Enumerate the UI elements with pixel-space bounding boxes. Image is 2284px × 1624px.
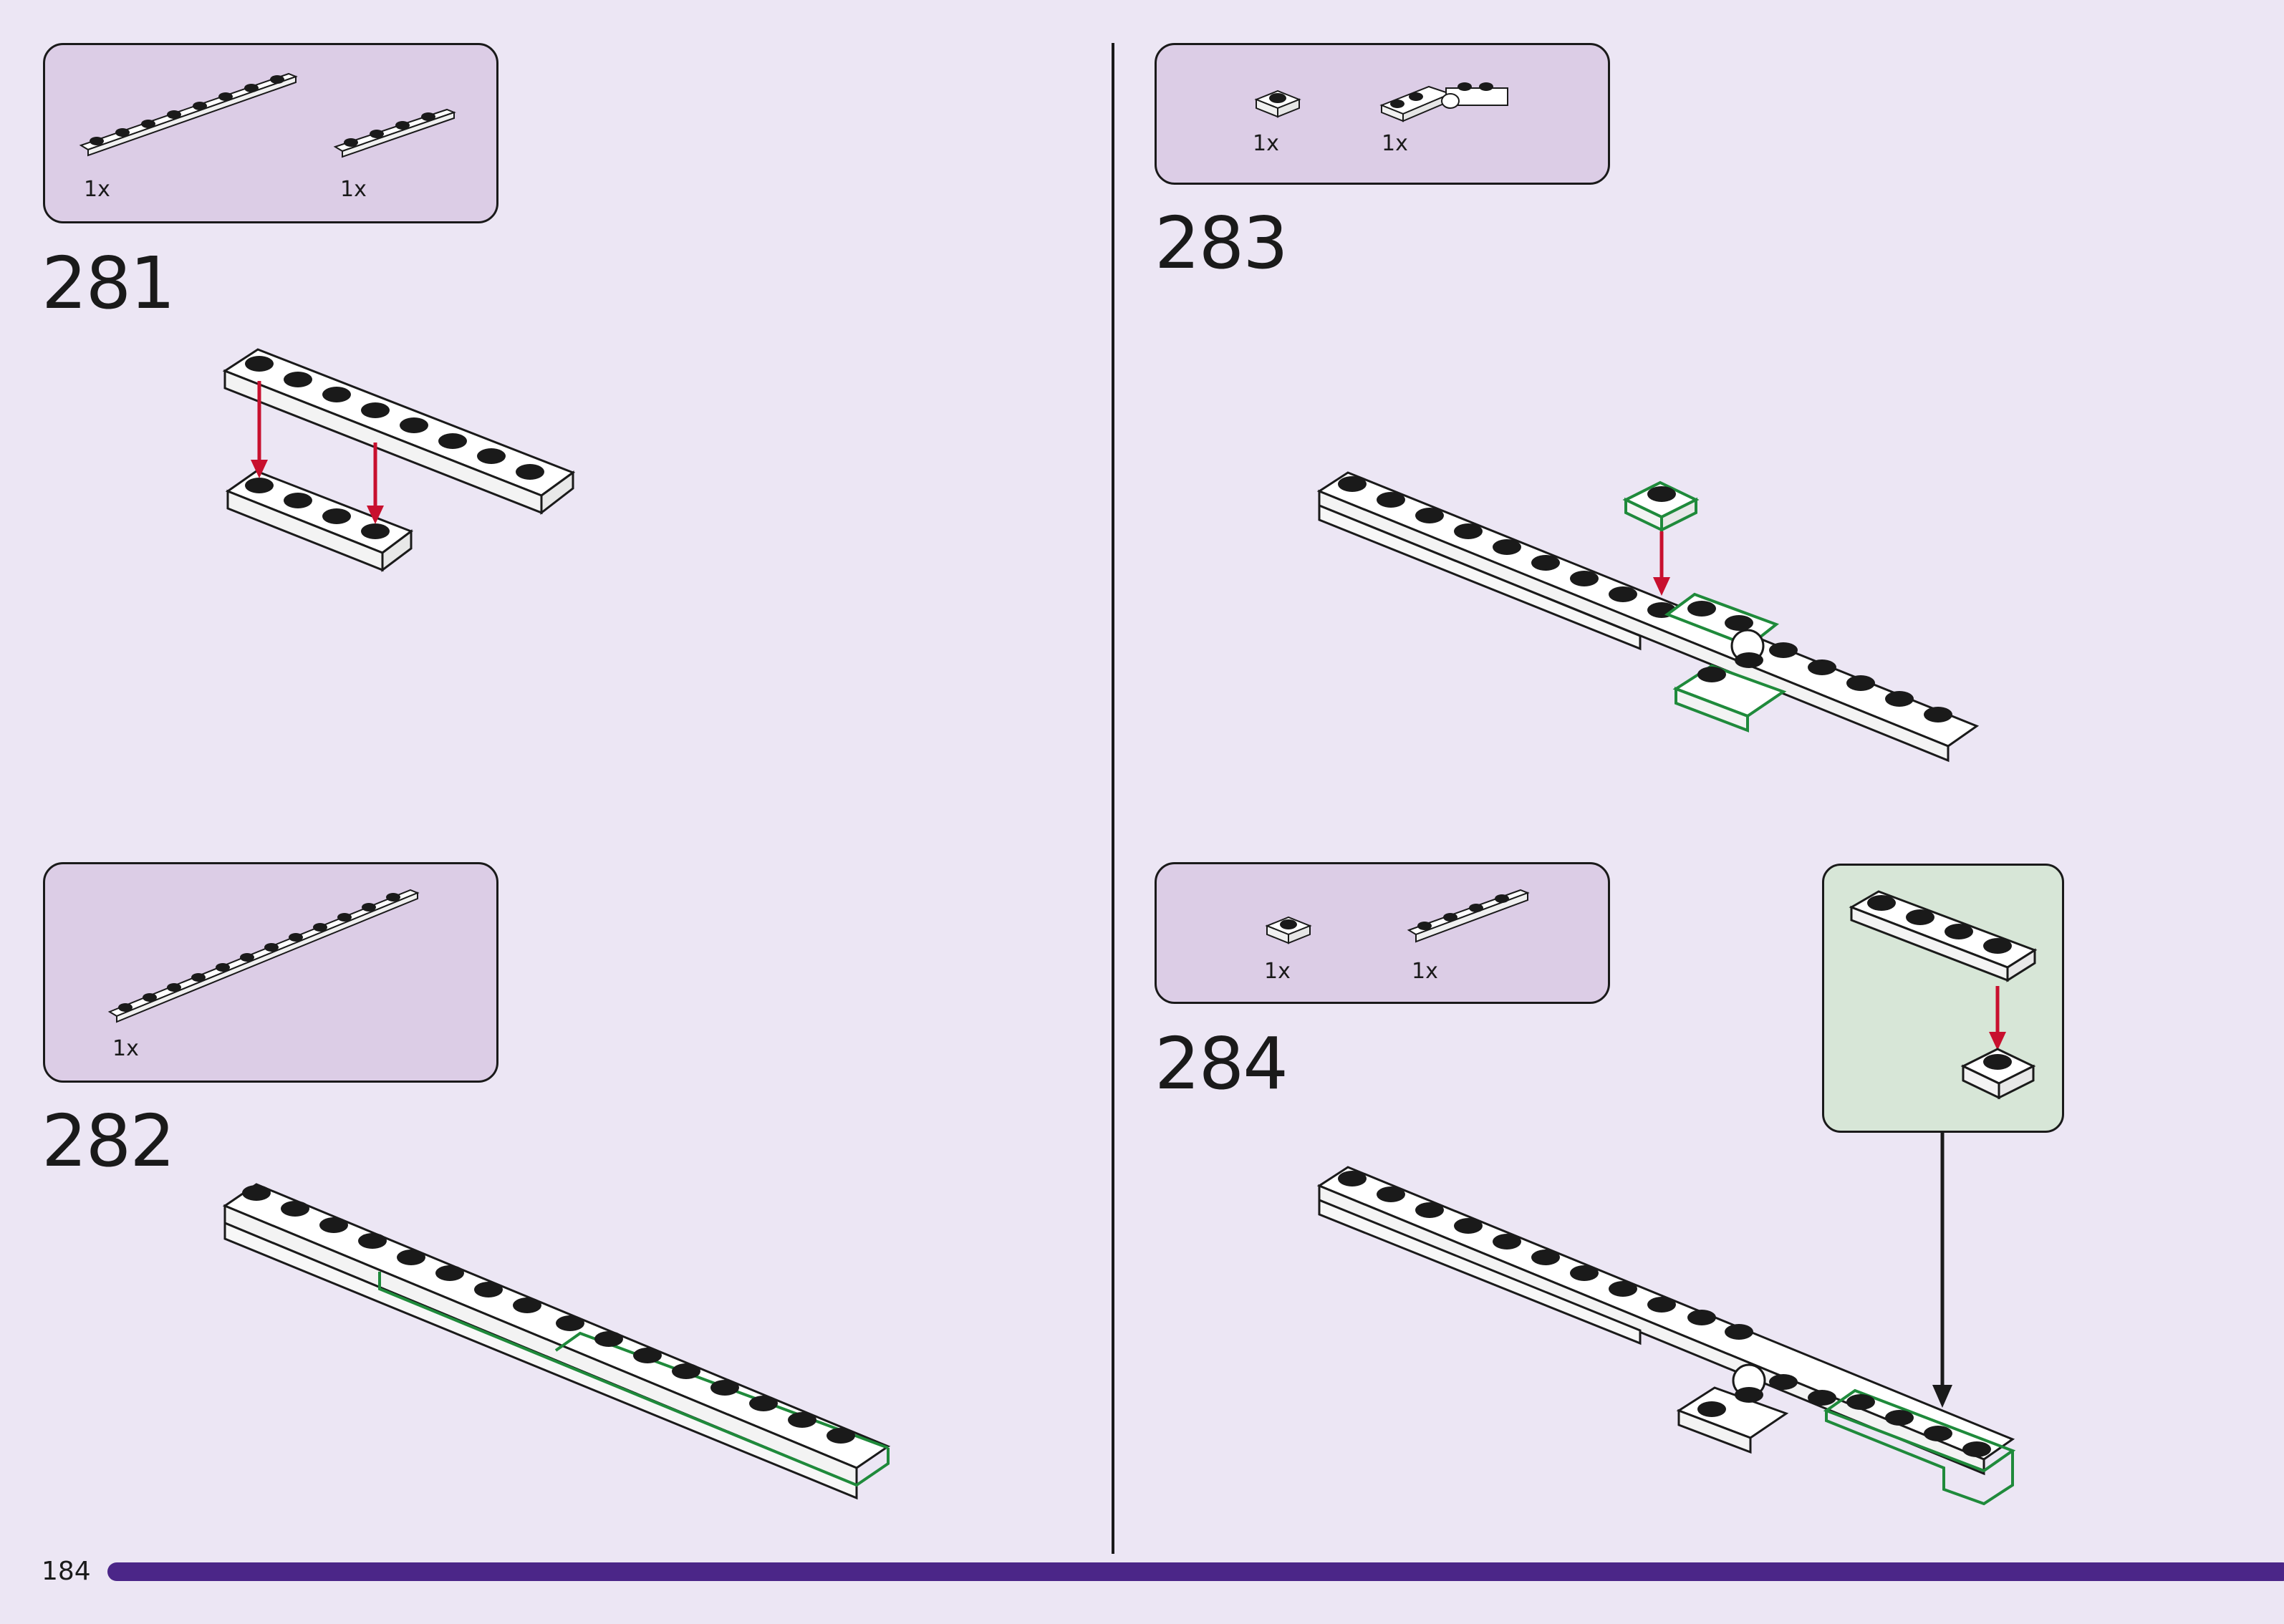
parts-box-step-281: 1x 1x (43, 43, 498, 223)
parts-box-step-284: 1x 1x (1155, 862, 1610, 1004)
assembly-283 (1316, 471, 1980, 763)
plate-1x4-icon (1407, 889, 1530, 943)
plate-1x8-icon (79, 72, 298, 157)
part-qty: 1x (340, 177, 367, 202)
assembly-282 (222, 1183, 891, 1500)
step-number-284: 284 (1155, 1022, 1288, 1106)
part-qty: 1x (1253, 131, 1279, 156)
parts-box-step-283: 1x 1x (1155, 43, 1610, 185)
hinge-plate-icon (1379, 82, 1508, 122)
part-qty: 1x (112, 1036, 139, 1061)
plate-1x1-icon (1254, 90, 1301, 118)
parts-box-step-282: 1x (43, 862, 498, 1083)
part-qty: 1x (1382, 131, 1408, 156)
page-divider (1112, 43, 1114, 1554)
part-qty: 1x (84, 177, 110, 202)
step-number-282: 282 (42, 1099, 175, 1183)
part-qty: 1x (1264, 959, 1291, 984)
plate-1x12-icon (107, 889, 420, 1023)
part-qty: 1x (1412, 959, 1438, 984)
plate-1x1-icon (1265, 916, 1312, 944)
assembly-281 (222, 348, 576, 572)
page-footer-bar (107, 1562, 2284, 1581)
plate-1x4-icon (333, 108, 456, 158)
assembly-284 (1316, 1131, 2016, 1506)
step-number-281: 281 (42, 241, 175, 325)
step-number-283: 283 (1155, 201, 1288, 285)
callout-sub-assembly (1849, 890, 2038, 1100)
sub-assembly-callout (1822, 864, 2064, 1133)
page-number: 184 (42, 1557, 91, 1586)
